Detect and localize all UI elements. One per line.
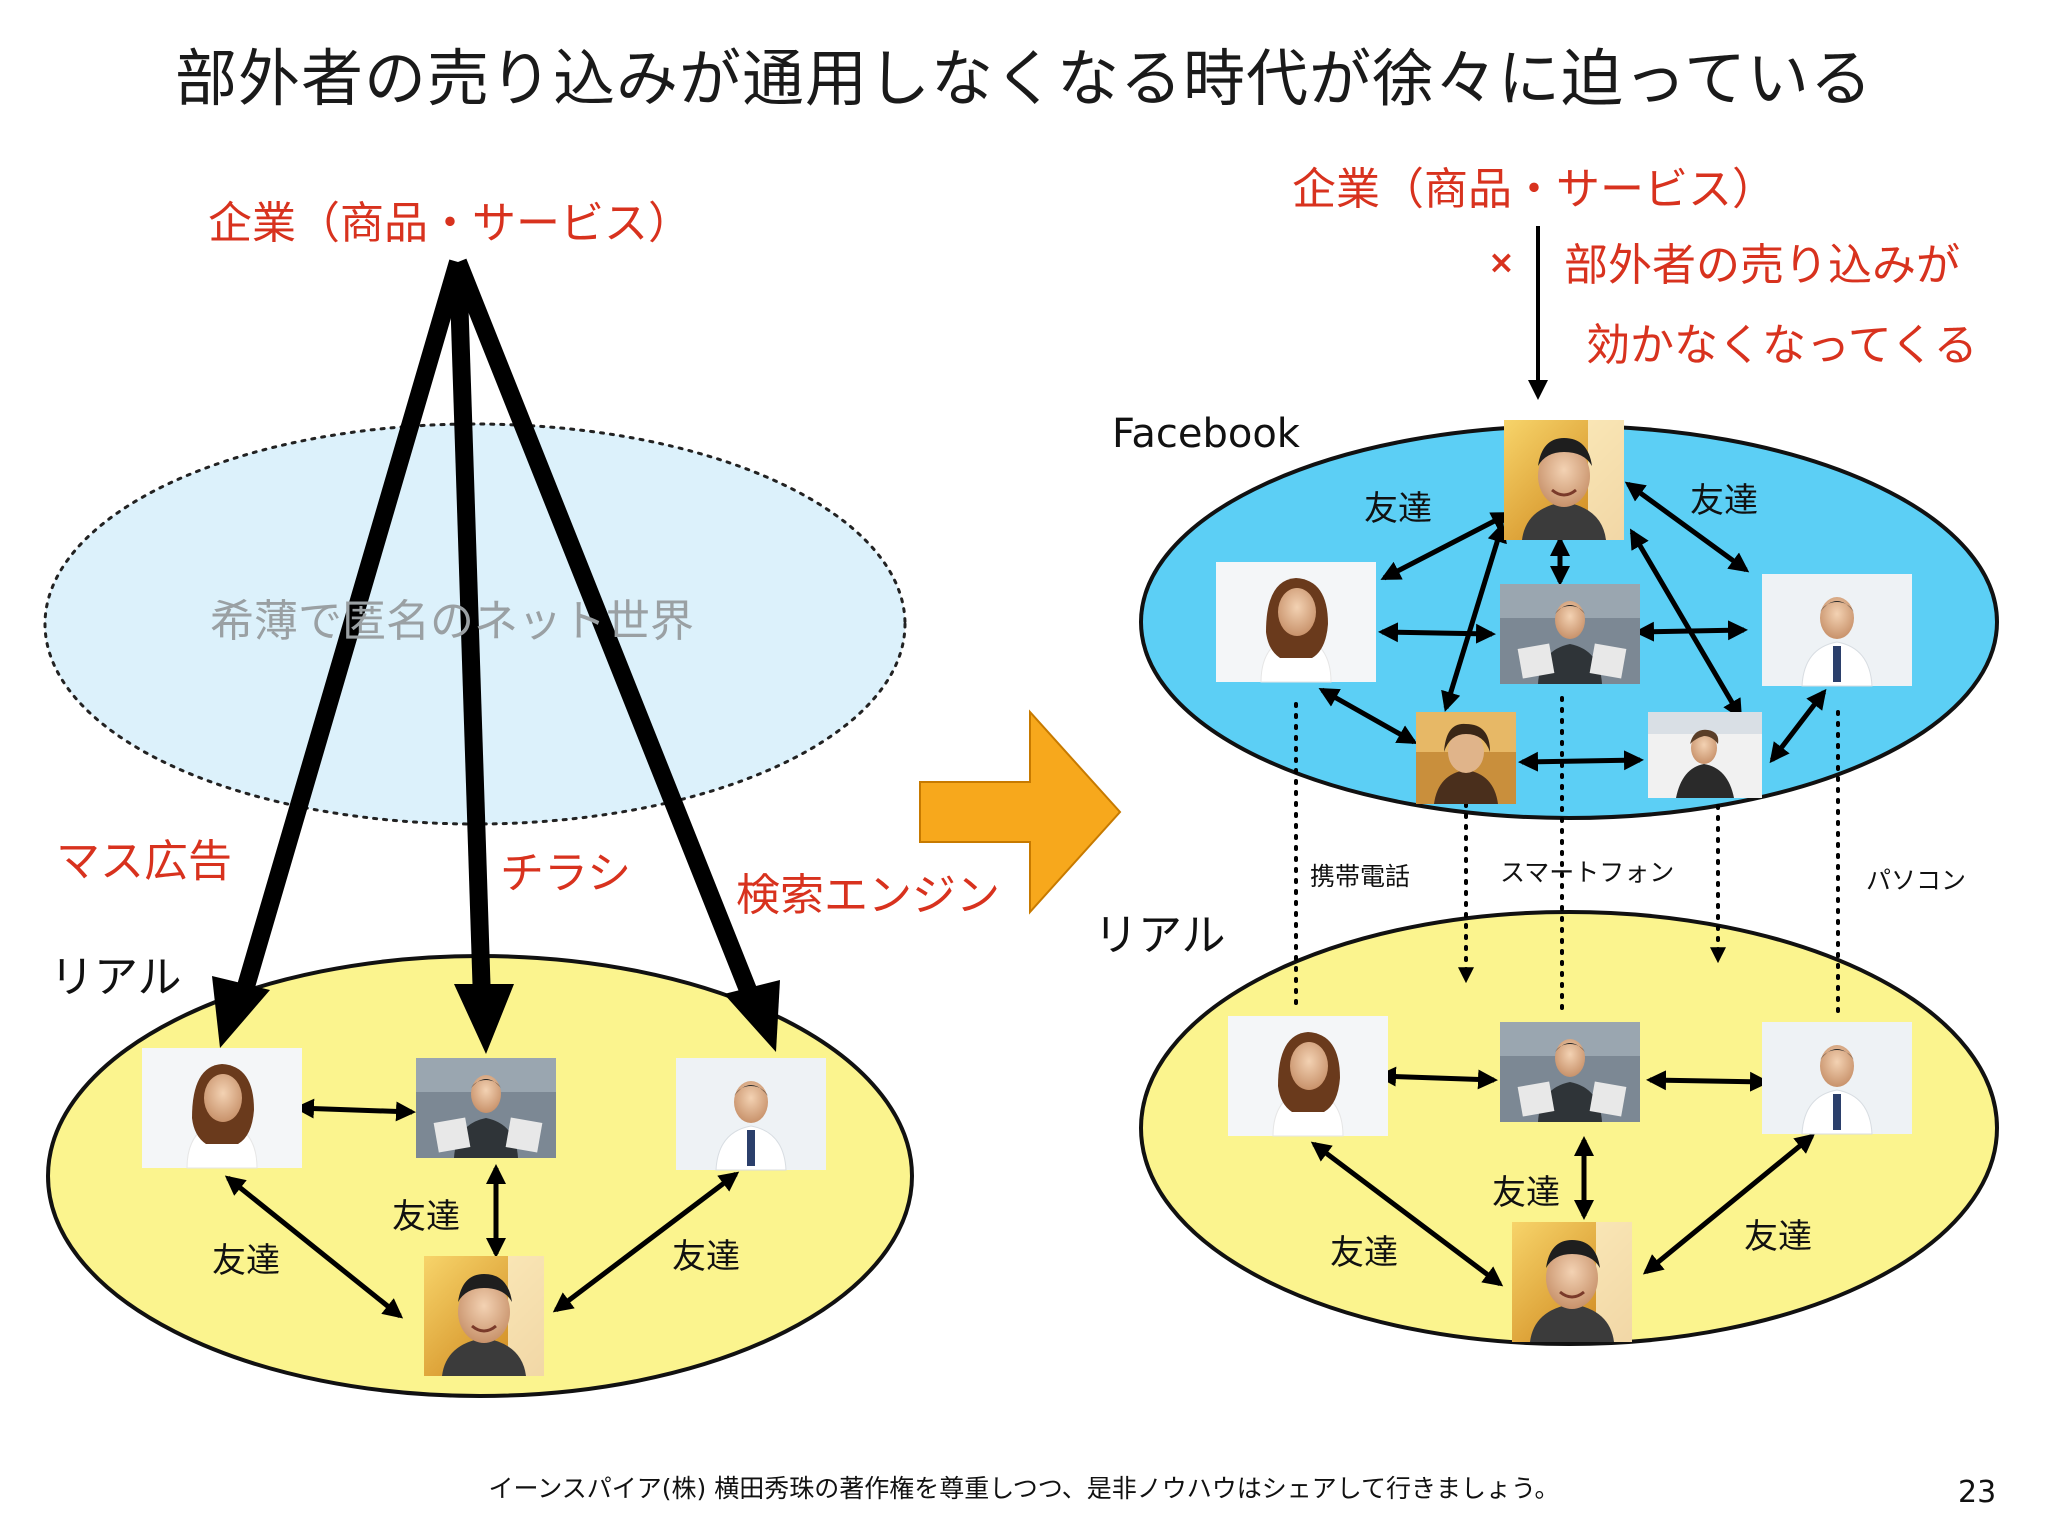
channel-search-engine: 検索エンジン [736,870,1000,921]
footer-note: イーンスパイア(株) 横田秀珠の著作権を尊重しつつ、是非ノウハウはシェアして行き… [488,1474,1560,1503]
device-pc: パソコン [1866,866,1967,895]
person-photo-icon [1761,573,1913,687]
person-photo-icon [1215,561,1377,683]
person-photo-icon [1500,1022,1640,1122]
right-friend-label-left: 友達 [1330,1233,1398,1273]
right-friend-label-center: 友達 [1492,1173,1560,1213]
right-real-label: リアル [1094,910,1226,961]
person-photo-icon [416,1058,556,1158]
right-note-line2: 効かなくなってくる [1586,320,1978,371]
page-number: 23 [1958,1475,1997,1510]
person-photo-icon [1500,584,1640,684]
person-photo-icon [1510,1220,1634,1344]
device-links [1294,696,1840,1018]
left-company-label: 企業（商品・サービス） [208,198,692,249]
person-photo-icon [1416,712,1516,804]
fb-friend-label-left: 友達 [1364,489,1432,529]
left-friend-label-right: 友達 [672,1237,740,1277]
facebook-label: Facebook [1112,411,1300,457]
fb-friend-label-right: 友達 [1690,481,1758,521]
page-title: 部外者の売り込みが通用しなくなる時代が徐々に迫っている [175,42,1873,115]
left-friend-links [224,1098,740,1319]
device-smartphone: スマートフォン [1500,858,1675,887]
right-friend-label-right: 友達 [1744,1217,1812,1257]
person-photo-icon [1648,712,1762,798]
person-photo-icon [1502,418,1626,542]
right-arrow-icon [919,709,1122,915]
left-channel-arrows [233,258,761,1004]
right-friend-links [1310,1066,1816,1287]
facebook-friend-links [1318,481,1827,772]
device-mobile-phone: 携帯電話 [1310,862,1411,891]
right-company-label: 企業（商品・サービス） [1292,164,1776,215]
right-note-line1: 部外者の売り込みが [1564,240,1960,291]
left-friend-label-left: 友達 [212,1241,280,1281]
left-friend-label-center: 友達 [392,1197,460,1237]
person-photo-icon [422,1254,546,1378]
channel-mass-ad: マス広告 [56,836,232,887]
left-real-label: リアル [50,952,182,1003]
person-photo-icon [141,1047,303,1169]
channel-flyer: チラシ [500,848,632,899]
person-photo-icon [1227,1015,1389,1137]
net-world-label: 希薄で匿名のネット世界 [210,596,694,647]
cross-mark: × [1488,243,1515,281]
left-channel-arrowheads [212,976,780,1054]
person-photo-icon [1761,1021,1913,1135]
person-photo-icon [675,1057,827,1171]
